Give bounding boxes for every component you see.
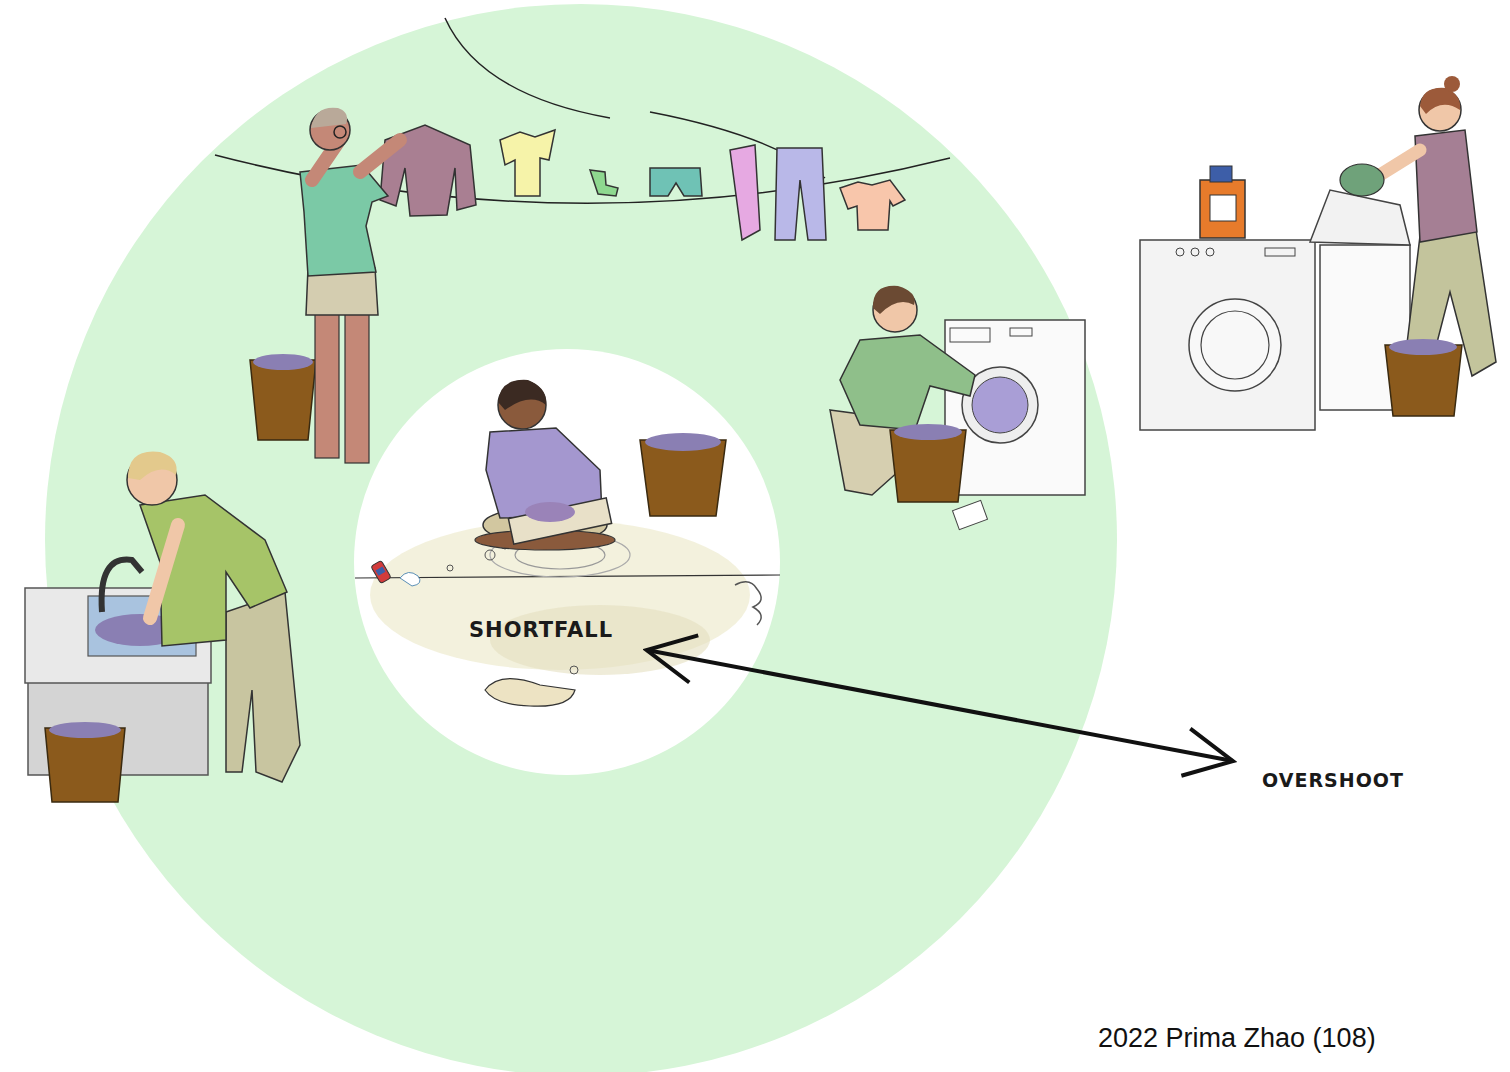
laundry-basket — [250, 360, 316, 440]
bottle-label — [1210, 195, 1236, 221]
shirt — [140, 495, 287, 646]
hair-bun — [1444, 76, 1460, 92]
plastic-rings — [735, 582, 761, 625]
hair — [128, 452, 177, 480]
clothesline — [445, 18, 610, 118]
region-label: OVERSHOOT — [1262, 769, 1404, 791]
shirt — [840, 180, 905, 230]
shirt — [840, 335, 975, 430]
shirt — [500, 130, 555, 196]
machine-door — [1189, 299, 1281, 391]
washing-machine — [1140, 240, 1315, 430]
basket-clothes — [1389, 339, 1457, 355]
arm — [360, 140, 400, 172]
control-panel — [1265, 248, 1295, 256]
control-panel — [1010, 328, 1032, 336]
paper-sheets — [952, 500, 987, 529]
bottle-cap — [1210, 166, 1232, 182]
double-arrow — [647, 650, 1233, 761]
detergent-bottle — [1200, 180, 1245, 238]
green-garment — [1340, 164, 1384, 196]
laundry-basket — [1385, 345, 1462, 416]
plastic-bag — [485, 679, 575, 707]
safe-ring — [45, 4, 1117, 1072]
region-label: SHORTFALL — [469, 618, 613, 642]
basket-clothes — [49, 722, 121, 738]
washing-machine — [945, 320, 1085, 495]
leg — [315, 308, 339, 458]
bubble — [447, 565, 453, 571]
can — [371, 560, 391, 583]
basket-clothes — [253, 354, 313, 370]
sock — [590, 170, 618, 196]
knob — [1191, 248, 1199, 256]
hair — [311, 108, 347, 128]
basket-clothes — [894, 424, 962, 440]
foam — [400, 572, 420, 586]
laundry-basket — [640, 440, 726, 516]
open-lid — [1310, 190, 1410, 245]
glasses — [334, 126, 346, 138]
bubble — [485, 550, 495, 560]
laundry-basket — [45, 728, 125, 802]
shortfall-hole — [354, 349, 780, 775]
arm — [150, 525, 178, 618]
basket-clothes — [645, 433, 721, 451]
can-label — [376, 567, 386, 576]
laundry-basket — [890, 430, 966, 502]
bubble — [570, 666, 578, 674]
machine-door — [1201, 311, 1269, 379]
overshoot-label-box: OVERSHOOT — [1233, 760, 1433, 800]
knob — [1206, 248, 1214, 256]
scarf — [730, 145, 760, 240]
drum-clothes — [972, 377, 1028, 433]
trousers — [226, 592, 300, 782]
wet-clothes — [525, 502, 575, 522]
faucet — [102, 560, 142, 612]
hair — [498, 380, 546, 410]
jeans — [775, 148, 826, 240]
hair — [873, 286, 915, 314]
credit-caption: 2022 Prima Zhao (108) — [1098, 1022, 1376, 1054]
washboard — [508, 498, 611, 544]
knob — [1176, 248, 1184, 256]
shortfall-label-box: SHORTFALL — [417, 610, 665, 650]
shorts — [650, 168, 702, 196]
leg — [345, 308, 369, 463]
control-panel — [950, 328, 990, 342]
hair — [1420, 88, 1460, 114]
